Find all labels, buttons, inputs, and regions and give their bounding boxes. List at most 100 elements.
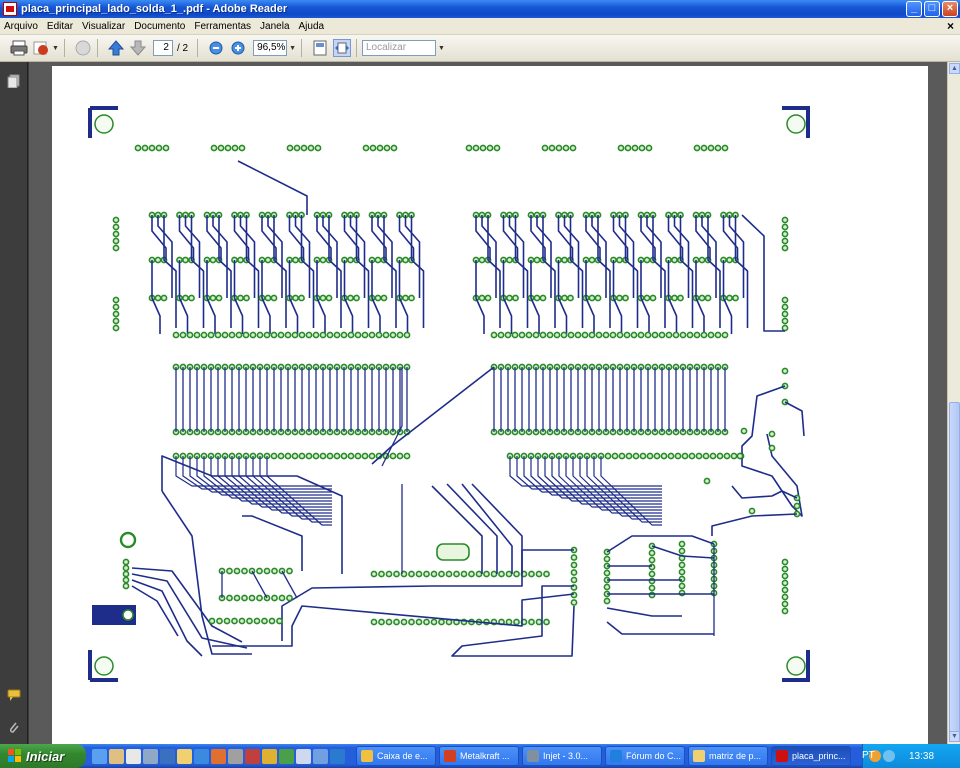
- browser-icon[interactable]: [194, 748, 209, 764]
- task-matriz[interactable]: matriz de p...: [688, 746, 768, 766]
- task-injet[interactable]: Injet - 3.0...: [522, 746, 602, 766]
- close-button[interactable]: ×: [942, 1, 958, 17]
- firefox-icon[interactable]: [211, 748, 226, 764]
- pcb-pad: [354, 452, 362, 460]
- page-number-input[interactable]: 2: [152, 40, 173, 56]
- clock[interactable]: 13:38: [909, 750, 935, 762]
- zoom-level-input[interactable]: 96,5%: [253, 40, 288, 56]
- fit-width-icon[interactable]: [333, 39, 351, 57]
- pcb-pad: [286, 594, 293, 602]
- ie-icon[interactable]: [330, 748, 345, 764]
- title-bar[interactable]: placa_principal_lado_solda_1_.pdf - Adob…: [0, 0, 960, 18]
- pcb-pad: [241, 567, 248, 575]
- fit-page-icon[interactable]: [311, 39, 329, 57]
- taskbar: Iniciar Caixa de e...: [0, 744, 960, 768]
- previous-page-icon[interactable]: [107, 39, 125, 57]
- comments-icon[interactable]: [7, 688, 21, 702]
- pcb-pad: [382, 331, 390, 339]
- pcb-trace: [316, 215, 332, 260]
- pcb-trace: [731, 485, 798, 499]
- menu-janela[interactable]: Janela: [260, 20, 290, 32]
- pages-icon[interactable]: [7, 74, 21, 89]
- network-icon[interactable]: [313, 748, 328, 764]
- menu-editar[interactable]: Editar: [46, 20, 74, 32]
- pcb-pad: [618, 452, 626, 460]
- window-icon[interactable]: [296, 748, 311, 764]
- pcb-pad: [703, 477, 711, 485]
- document-view[interactable]: [29, 62, 947, 744]
- calculator-icon[interactable]: [143, 748, 158, 764]
- pcb-pad: [122, 564, 130, 572]
- task-metalkraft[interactable]: Metalkraft ...: [439, 746, 519, 766]
- volume-icon[interactable]: [883, 750, 895, 762]
- pcb-pad: [408, 618, 415, 626]
- pcb-trace: [667, 215, 684, 260]
- scroll-down-icon[interactable]: ▼: [949, 731, 960, 742]
- menu-ajuda[interactable]: Ajuda: [298, 20, 325, 32]
- messenger-icon[interactable]: [869, 750, 881, 762]
- pcb-pad: [378, 570, 385, 578]
- zoom-in-icon[interactable]: [229, 39, 247, 57]
- hand-icon[interactable]: [109, 748, 124, 764]
- pcb-pad: [277, 452, 285, 460]
- chevron-down-icon[interactable]: ▼: [52, 44, 59, 52]
- attachment-icon[interactable]: [7, 720, 21, 734]
- email-icon[interactable]: [32, 39, 50, 57]
- menu-arquivo[interactable]: Arquivo: [4, 20, 38, 32]
- pcb-pad: [695, 452, 703, 460]
- connector-pad: [122, 609, 134, 621]
- maximize-button[interactable]: □: [924, 1, 940, 17]
- minimize-button[interactable]: _: [906, 1, 922, 17]
- pcb-trace: [722, 260, 733, 334]
- pcb-pad: [539, 331, 547, 339]
- pcb-pad: [241, 594, 248, 602]
- next-page-icon[interactable]: [129, 39, 147, 57]
- document-close-button[interactable]: ×: [946, 19, 954, 33]
- pcb-pad: [325, 294, 333, 302]
- zoom-out-icon[interactable]: [207, 39, 225, 57]
- pcb-trace: [184, 215, 201, 298]
- pcb-pad: [475, 570, 483, 578]
- language-indicator[interactable]: PT: [862, 750, 875, 761]
- pcb-pad: [561, 294, 568, 302]
- app-icon[interactable]: [279, 748, 294, 764]
- pcb-pad: [535, 570, 543, 578]
- task-email[interactable]: Caixa de e...: [356, 746, 436, 766]
- menu-documento[interactable]: Documento: [134, 20, 186, 32]
- menu-visualizar[interactable]: Visualizar: [82, 20, 126, 32]
- scroll-up-icon[interactable]: ▲: [949, 63, 960, 74]
- pcb-pad: [223, 617, 231, 625]
- chrome-icon[interactable]: [262, 748, 277, 764]
- task-placa[interactable]: placa_princ...: [771, 746, 851, 766]
- pcb-pad: [528, 618, 535, 626]
- pcb-trace: [151, 215, 167, 260]
- pcb-pad: [385, 570, 393, 578]
- pcb-pad: [740, 427, 748, 435]
- search-input[interactable]: Localizar: [362, 40, 436, 56]
- settings-icon[interactable]: [228, 748, 243, 764]
- explorer-icon[interactable]: [177, 748, 192, 764]
- toolbar: ▼ 2 / 2 96,5% ▼ Localizar ▼: [0, 35, 960, 62]
- show-desktop-icon[interactable]: [92, 748, 107, 764]
- chevron-down-icon[interactable]: ▼: [289, 44, 296, 52]
- vertical-scrollbar[interactable]: ▲ ▼: [947, 62, 960, 744]
- pcb-pad: [347, 331, 355, 339]
- menu-ferramentas[interactable]: Ferramentas: [194, 20, 252, 32]
- pcb-pad: [716, 452, 724, 460]
- scrollbar-thumb[interactable]: [949, 402, 960, 732]
- pcb-pad: [408, 570, 415, 578]
- chevron-down-icon[interactable]: ▼: [438, 44, 445, 52]
- start-label: Iniciar: [26, 748, 65, 764]
- pcb-trace: [218, 215, 232, 328]
- tool-icon[interactable]: [245, 748, 260, 764]
- task-forum[interactable]: Fórum do C...: [605, 746, 685, 766]
- print-icon[interactable]: [10, 39, 28, 57]
- pcb-pad: [402, 256, 409, 264]
- media-icon[interactable]: [160, 748, 175, 764]
- pcb-trace: [288, 260, 299, 334]
- pcb-pad: [653, 452, 661, 460]
- hand-tool-icon[interactable]: [74, 39, 92, 57]
- start-button[interactable]: Iniciar: [0, 744, 86, 768]
- mounting-hole: [94, 114, 114, 134]
- document-icon[interactable]: [126, 748, 141, 764]
